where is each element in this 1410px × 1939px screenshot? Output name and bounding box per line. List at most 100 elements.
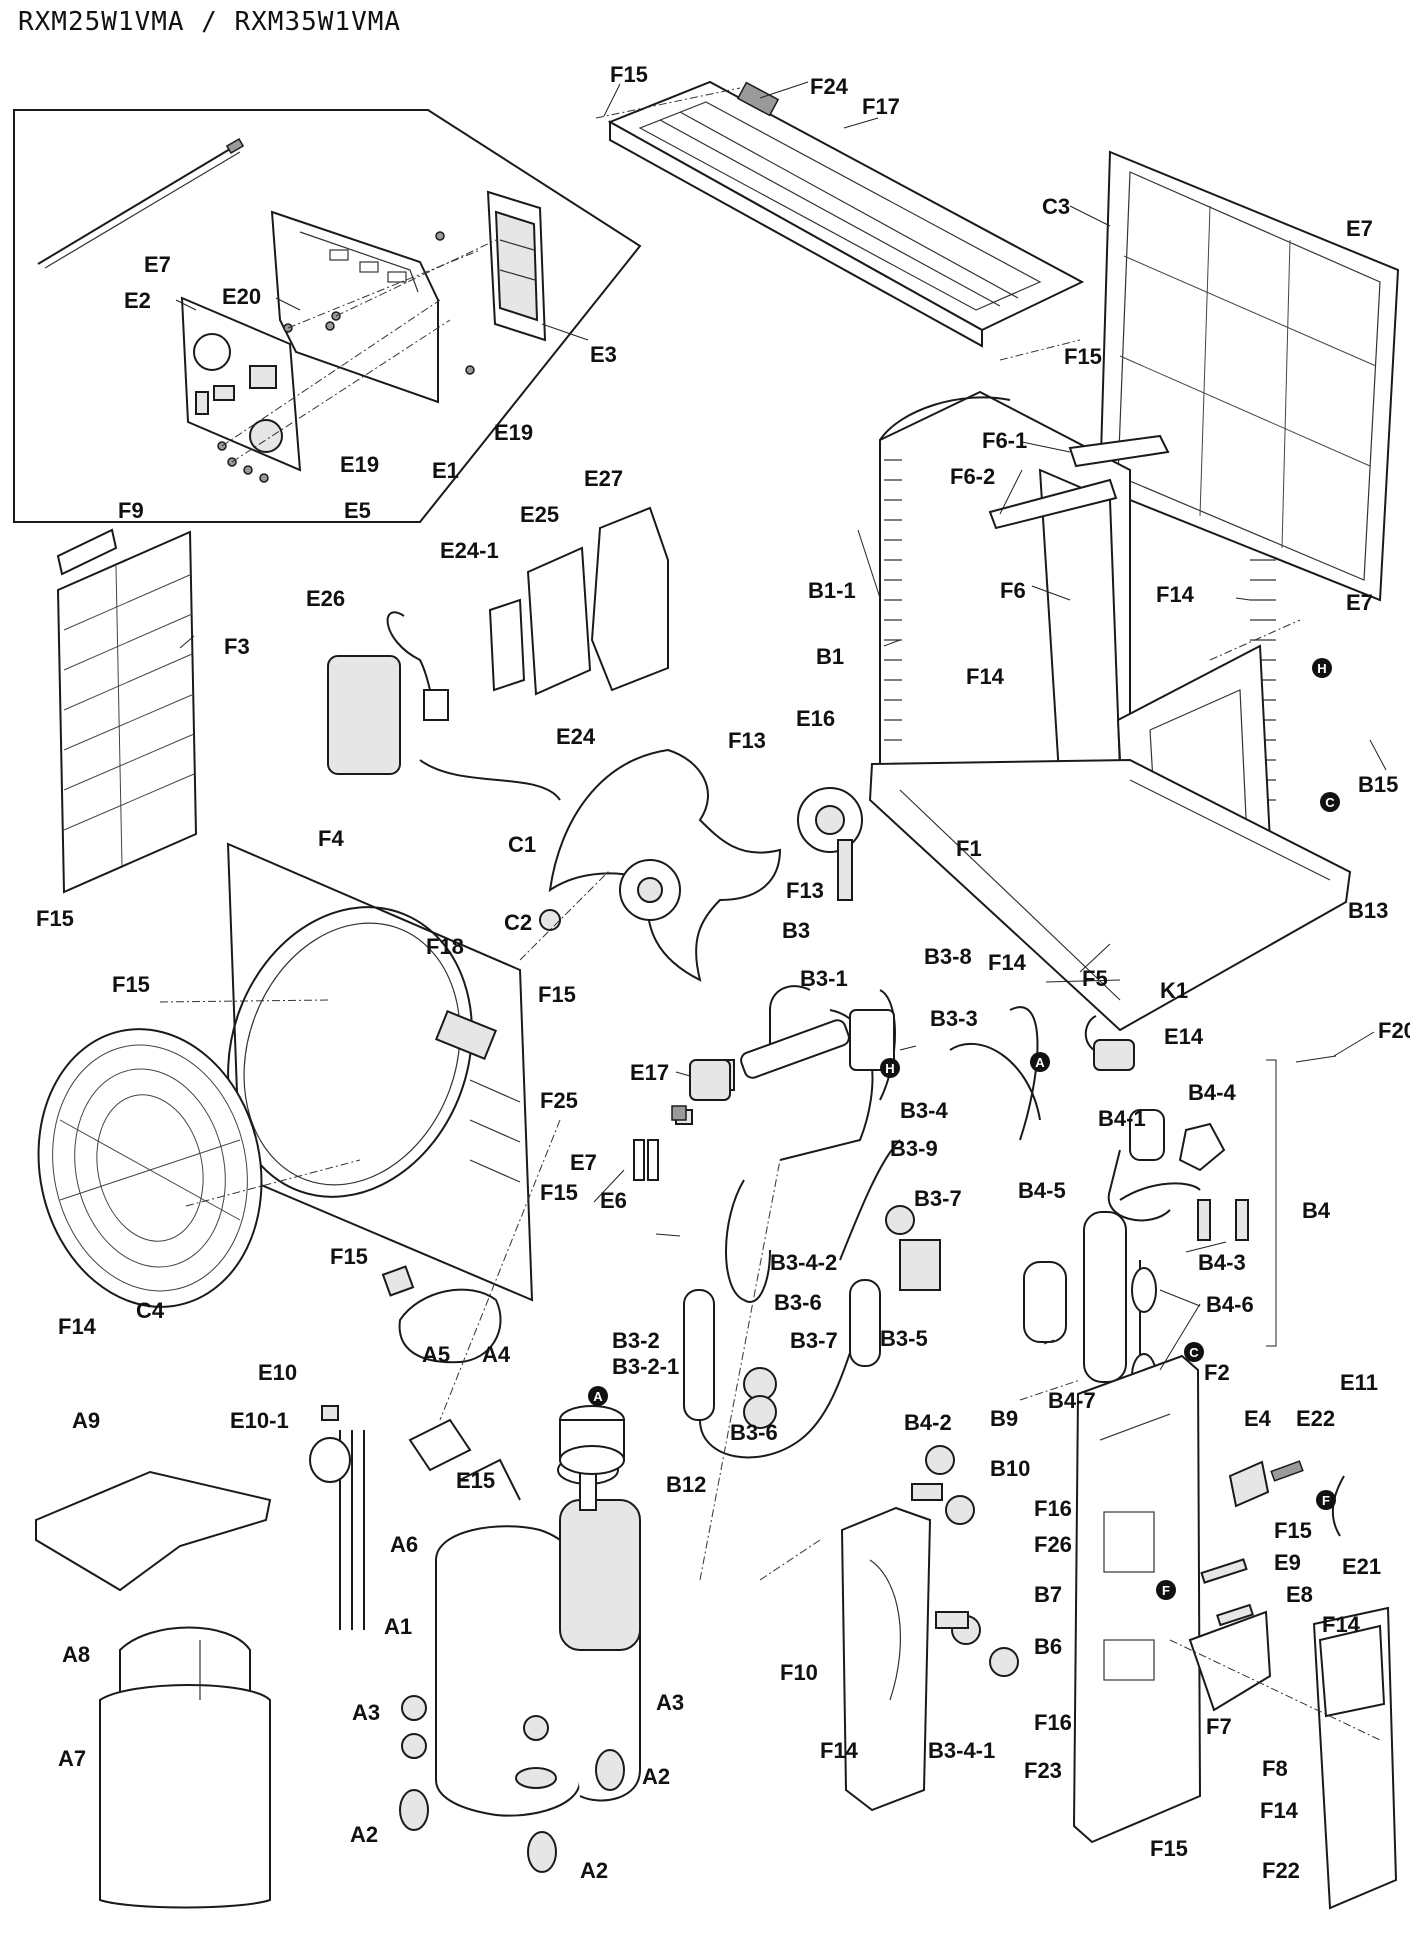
label-b3: B3 — [782, 918, 810, 943]
label-b4-3: B4-3 — [1198, 1250, 1246, 1275]
part-f4-front-panel — [226, 842, 534, 1302]
label-f14-bottom-right: F14 — [1260, 1798, 1299, 1823]
label-f5: F5 — [1082, 966, 1108, 991]
label-a1: A1 — [384, 1614, 412, 1639]
marker-f-a: F — [1316, 1490, 1336, 1510]
svg-text:H: H — [885, 1061, 894, 1076]
label-f13-b: F13 — [786, 878, 824, 903]
label-e11: E11 — [1340, 1370, 1378, 1395]
label-b6: B6 — [1034, 1634, 1062, 1659]
label-b3-2: B3-2 — [612, 1328, 660, 1353]
label-e8: E8 — [1286, 1582, 1313, 1607]
svg-text:C: C — [1189, 1345, 1199, 1360]
part-e2-pcb — [180, 296, 302, 472]
svg-text:A: A — [1035, 1055, 1045, 1070]
label-f13-a: F13 — [728, 728, 766, 753]
label-f10: F10 — [780, 1660, 818, 1685]
part-e8-e9-clamps — [1200, 1558, 1254, 1627]
part-b3-piping — [675, 985, 1041, 1459]
label-b3-4-1: B3-4-1 — [928, 1738, 995, 1763]
label-a2-a: A2 — [642, 1764, 670, 1789]
part-f6-brackets — [988, 434, 1170, 530]
label-a6: A6 — [390, 1532, 418, 1557]
label-e27: E27 — [584, 466, 623, 491]
label-b3-9: B3-9 — [890, 1136, 938, 1161]
marker-c-mid: C — [1184, 1342, 1204, 1362]
label-b3-1: B3-1 — [800, 966, 848, 991]
label-f16-b: F16 — [1034, 1710, 1072, 1735]
label-f23: F23 — [1024, 1758, 1062, 1783]
label-b3-7-b: B3-7 — [790, 1328, 838, 1353]
part-a8-a7-jacket — [99, 1626, 271, 1909]
label-e9: E9 — [1274, 1550, 1301, 1575]
part-c4-fan-guard — [37, 1028, 263, 1308]
svg-text:C: C — [1325, 795, 1335, 810]
control-box-inset-frame — [13, 109, 642, 523]
label-f22: F22 — [1262, 1858, 1300, 1883]
label-f16-a: F16 — [1034, 1496, 1072, 1521]
label-b1-1: B1-1 — [808, 578, 856, 603]
label-f4: F4 — [318, 826, 344, 851]
label-c4: C4 — [136, 1298, 165, 1323]
label-e26: E26 — [306, 586, 345, 611]
label-f2: F2 — [1204, 1360, 1230, 1385]
label-a4: A4 — [482, 1342, 511, 1367]
label-f15-mid: F15 — [1064, 344, 1102, 369]
label-f6-1: F6-1 — [982, 428, 1027, 453]
label-a3-a: A3 — [352, 1700, 380, 1725]
label-e15: E15 — [456, 1468, 495, 1493]
part-e26-box — [327, 655, 401, 775]
label-f9: F9 — [118, 498, 144, 523]
label-f24: F24 — [810, 74, 849, 99]
label-b10: B10 — [990, 1456, 1030, 1481]
label-e7-inset: E7 — [144, 252, 171, 277]
label-f18: F18 — [426, 934, 464, 959]
part-a2-a3-mounts — [399, 1695, 625, 1873]
label-e24-1: E24-1 — [440, 538, 499, 563]
part-e7-rod — [37, 138, 245, 269]
inset-assembly-lines — [221, 239, 497, 463]
part-e10-wiring — [309, 1405, 365, 1630]
label-f26: F26 — [1034, 1532, 1072, 1557]
label-b4: B4 — [1302, 1198, 1331, 1223]
label-e17: E17 — [630, 1060, 669, 1085]
marker-f-b: F — [1156, 1580, 1176, 1600]
label-f6: F6 — [1000, 578, 1026, 603]
label-f14-right-2: F14 — [1322, 1612, 1361, 1637]
part-labels: F15 F24 F17 C3 E7 E7 E2 E20 E3 E19 E19 E… — [36, 62, 1410, 1883]
label-e21: E21 — [1342, 1554, 1381, 1579]
label-f1: F1 — [956, 836, 982, 861]
label-e25: E25 — [520, 502, 559, 527]
part-f17-top-plate — [607, 80, 1085, 348]
label-a8: A8 — [62, 1642, 90, 1667]
label-f14-center: F14 — [966, 664, 1005, 689]
label-a5: A5 — [422, 1342, 450, 1367]
label-e5: E5 — [344, 498, 371, 523]
label-f20: F20 — [1378, 1018, 1410, 1043]
part-a6-bracket — [408, 1418, 472, 1472]
label-b3-4: B3-4 — [900, 1098, 948, 1123]
label-e1: E1 — [432, 458, 459, 483]
label-e19-b: E19 — [494, 420, 533, 445]
label-a9: A9 — [72, 1408, 100, 1433]
part-e27-cover — [590, 506, 669, 692]
part-e17-coil — [671, 1059, 731, 1121]
label-b7: B7 — [1034, 1582, 1062, 1607]
part-f9-handle — [56, 528, 118, 576]
label-f15-front-right: F15 — [538, 982, 576, 1007]
label-b4-1: B4-1 — [1098, 1106, 1146, 1131]
label-f15-bottom-right: F15 — [1150, 1836, 1188, 1861]
label-f14-right: F14 — [1156, 582, 1195, 607]
label-b4-7: B4-7 — [1048, 1388, 1096, 1413]
leader-lines — [175, 81, 1387, 1371]
label-e2: E2 — [124, 288, 151, 313]
label-b3-6-b: B3-6 — [730, 1420, 778, 1445]
label-c1: C1 — [508, 832, 536, 857]
marker-h-mid: H — [880, 1058, 900, 1078]
marker-c-right: C — [1320, 792, 1340, 812]
marker-a-top: A — [1030, 1052, 1050, 1072]
label-a7: A7 — [58, 1746, 86, 1771]
part-f7-cover — [1188, 1610, 1272, 1712]
part-e24-1-relay — [488, 598, 526, 692]
